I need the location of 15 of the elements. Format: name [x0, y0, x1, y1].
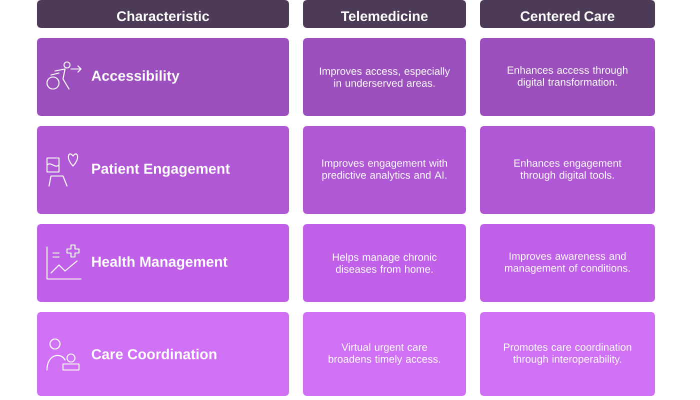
characteristic-cell: Patient Engagement — [37, 126, 289, 214]
header-cell: Telemedicine — [303, 0, 466, 28]
characteristic-cell: Care Coordination — [37, 312, 289, 396]
characteristic-cell: Health Management — [37, 224, 289, 302]
description-cell: Enhances engagement through digital tools. — [480, 126, 655, 214]
description-cell: Improves access, especially in underserved areas. — [303, 38, 466, 116]
description-cell: Improves awareness and management of conditions. — [480, 224, 655, 302]
description-cell: Promotes care coordination through interoperability. — [480, 312, 655, 396]
header-cell: Characteristic — [37, 0, 289, 28]
characteristic-cell: Accessibility — [37, 38, 289, 116]
description-cell: Virtual urgent care broadens timely access. — [303, 312, 466, 396]
description-cell: Improves engagement with predictive analytics and AI. — [303, 126, 466, 214]
description-cell: Helps manage chronic diseases from home. — [303, 224, 466, 302]
header-cell: Centered Care — [480, 0, 655, 28]
description-cell: Enhances access through digital transformation. — [480, 38, 655, 116]
